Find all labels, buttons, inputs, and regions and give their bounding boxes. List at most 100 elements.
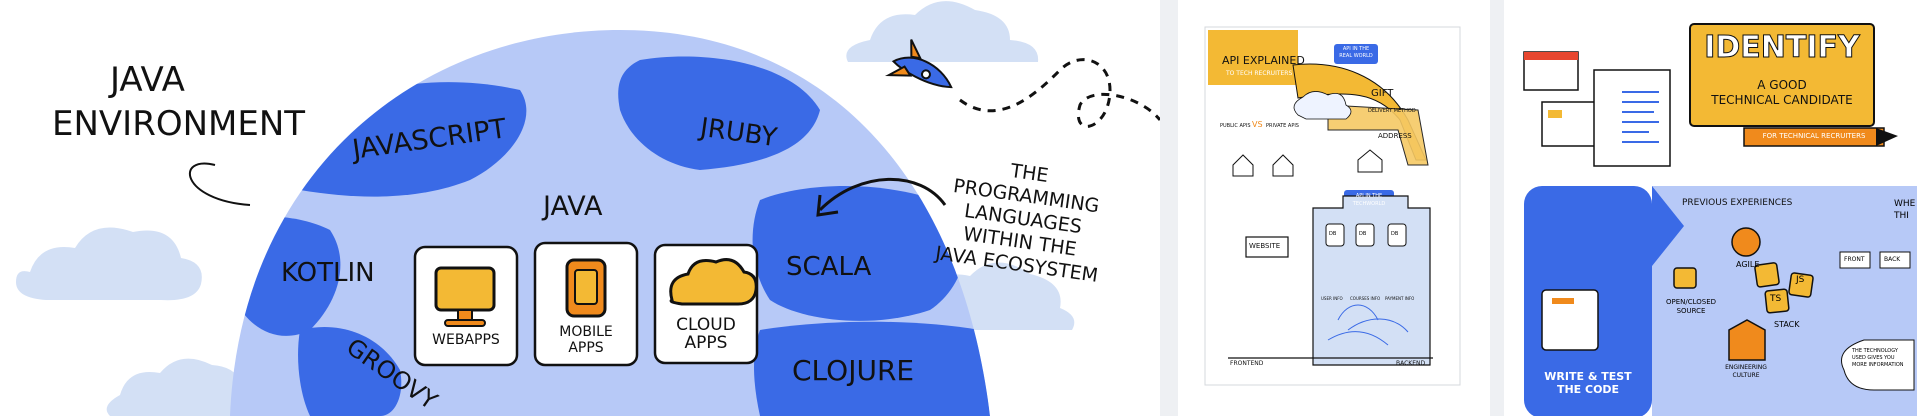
rocket-icon — [884, 39, 953, 89]
card-cloud-apps — [653, 243, 759, 365]
card-webapps — [413, 245, 519, 367]
tech-world-badge-text: API IN THE TECHWORLD — [1346, 192, 1392, 208]
badge-ts: TS — [1770, 294, 1782, 304]
cut-heading-line2: THI — [1894, 211, 1909, 221]
label-clojure: CLOJURE — [792, 354, 915, 387]
card-mobile-apps-line1: MOBILE — [559, 324, 613, 340]
poster-title: API EXPLAINED — [1222, 54, 1305, 67]
courses-info-label: COURSES INFO — [1350, 296, 1381, 301]
stack-badges — [1754, 262, 1814, 314]
continent-clojure — [754, 321, 990, 416]
callout-text: THE PROGRAMMING LANGUAGES WITHIN THE JAV… — [931, 151, 1115, 289]
note-line3: MORE INFORMATION — [1852, 362, 1904, 368]
identify-candidate-poster-thumbnail[interactable]: IDENTIFY A GOOD TECHNICAL CANDIDATE FOR … — [1504, 0, 1920, 416]
cut-heading-line1: WHE — [1894, 199, 1916, 209]
stack-label: STACK — [1774, 320, 1800, 329]
blue-arrows — [1327, 304, 1409, 346]
identify-subtitle: A GOOD TECHNICAL CANDIDATE — [1694, 78, 1870, 108]
technology-note: THE TECHNOLOGY USED GIVES YOU MORE INFOR… — [1852, 348, 1904, 369]
card-mobile-apps-line2: APPS — [568, 340, 604, 356]
identify-header-box — [1689, 23, 1875, 127]
private-apis-label: PRIVATE APIS — [1266, 123, 1299, 129]
real-world-line1: API IN THE — [1342, 46, 1370, 52]
frontend-label: FRONTEND — [1230, 360, 1264, 367]
poster-subtitle: TO TECH RECRUITERS — [1226, 70, 1293, 77]
callout-curve — [188, 162, 251, 206]
label-kotlin: KOTLIN — [281, 258, 375, 288]
note-line1: THE TECHNOLOGY — [1852, 348, 1898, 354]
lock-icon — [1673, 267, 1697, 289]
card-webapps-label: WEBAPPS — [432, 332, 500, 348]
monitor-icon — [434, 266, 496, 312]
cloud-icon — [669, 258, 758, 306]
engineering-label: ENGINEERING CULTURE — [1716, 364, 1776, 380]
card-mobile-apps-label: MOBILE APPS — [535, 324, 637, 356]
website-label: WEBSITE — [1249, 242, 1281, 250]
gift-label: GIFT — [1371, 88, 1394, 99]
address-label: ADDRESS — [1378, 132, 1412, 140]
back-label: BACK — [1884, 256, 1901, 263]
cut-heading: WHE THI — [1894, 198, 1915, 222]
db-label-2: DB — [1359, 231, 1367, 237]
website-box — [1245, 236, 1289, 258]
house-icons — [1232, 149, 1383, 177]
open-closed-label: OPEN/CLOSED SOURCE — [1666, 298, 1716, 316]
vs-label: VS — [1252, 120, 1263, 129]
continent-jruby — [618, 56, 820, 171]
identify-subtitle-line2: TECHNICAL CANDIDATE — [1711, 93, 1853, 107]
write-test-line1: WRITE & TEST — [1544, 370, 1632, 383]
user-info-label: USER INFO — [1321, 296, 1343, 301]
open-closed-line1: OPEN/CLOSED — [1666, 298, 1717, 306]
front-label: FRONT — [1844, 256, 1865, 263]
delivery-label: DELIVERY METHOD — [1368, 108, 1416, 114]
java-ecosystem-illustration: JAVA ENVIRONMENT JAVASCRIPT JRUBY JAVA K… — [16, 1, 1160, 416]
api-explained-poster-thumbnail[interactable]: API EXPLAINED TO TECH RECRUITERS API IN … — [1178, 0, 1490, 416]
engineering-line2: CULTURE — [1732, 372, 1760, 379]
identify-title: IDENTIFY — [1704, 30, 1861, 66]
environment-title-line2: ENVIRONMENT — [52, 104, 306, 144]
write-test-line2: THE CODE — [1556, 383, 1620, 396]
environment-title-line1: JAVA — [110, 60, 185, 100]
backend-label: BACKEND — [1396, 360, 1426, 367]
cloud-shape-left — [16, 227, 202, 301]
tech-world-line2: TECHWORLD — [1352, 201, 1386, 207]
continent-groovy — [298, 326, 402, 416]
card-cloud-apps-line2: APPS — [684, 333, 728, 353]
note-line2: USED GIVES YOU — [1852, 355, 1895, 361]
card-cloud-apps-label: CLOUD APPS — [655, 316, 757, 352]
real-world-badge — [1334, 44, 1378, 64]
label-java: JAVA — [543, 191, 603, 222]
globe-illustration — [16, 1, 1160, 416]
db-label-1: DB — [1329, 231, 1337, 237]
public-apis-label: PUBLIC APIS — [1220, 123, 1251, 129]
rocket-trail — [959, 58, 1160, 128]
real-world-badge-text: API IN THE REAL WORLD — [1337, 46, 1375, 60]
callout-arrow — [818, 177, 947, 212]
db-cylinders — [1325, 223, 1407, 247]
agile-icon — [1731, 227, 1761, 257]
gallery-gap — [1160, 0, 1178, 416]
cloud-shape-top — [846, 1, 1039, 63]
callout-arrowhead — [816, 194, 839, 217]
backend-building — [1312, 195, 1431, 366]
write-test-label: WRITE & TEST THE CODE — [1534, 370, 1642, 396]
globe-continents — [230, 56, 990, 416]
continent-scala — [752, 186, 966, 321]
cloud-shape-bottom-left — [106, 358, 261, 416]
payment-info-label: PAYMENT INFO — [1385, 296, 1415, 301]
card-cloud-apps-line1: CLOUD — [676, 315, 736, 335]
poster-graphic — [1204, 26, 1461, 386]
open-closed-line2: SOURCE — [1676, 307, 1706, 315]
previous-experiences-label: PREVIOUS EXPERIENCES — [1682, 198, 1793, 208]
tech-world-line1: API IN THE — [1355, 193, 1383, 199]
card-mobile-apps — [533, 241, 639, 367]
identify-subtitle-line1: A GOOD — [1757, 78, 1807, 92]
thought-cloud — [1293, 91, 1352, 120]
real-world-line2: REAL WORLD — [1339, 53, 1373, 59]
doc-icon — [1593, 69, 1671, 167]
badge-js: JS — [1796, 275, 1805, 285]
identify-graphic — [1523, 23, 1917, 416]
building-icon — [1728, 319, 1766, 361]
label-scala: SCALA — [786, 252, 872, 282]
engineering-line1: ENGINEERING — [1725, 364, 1767, 371]
